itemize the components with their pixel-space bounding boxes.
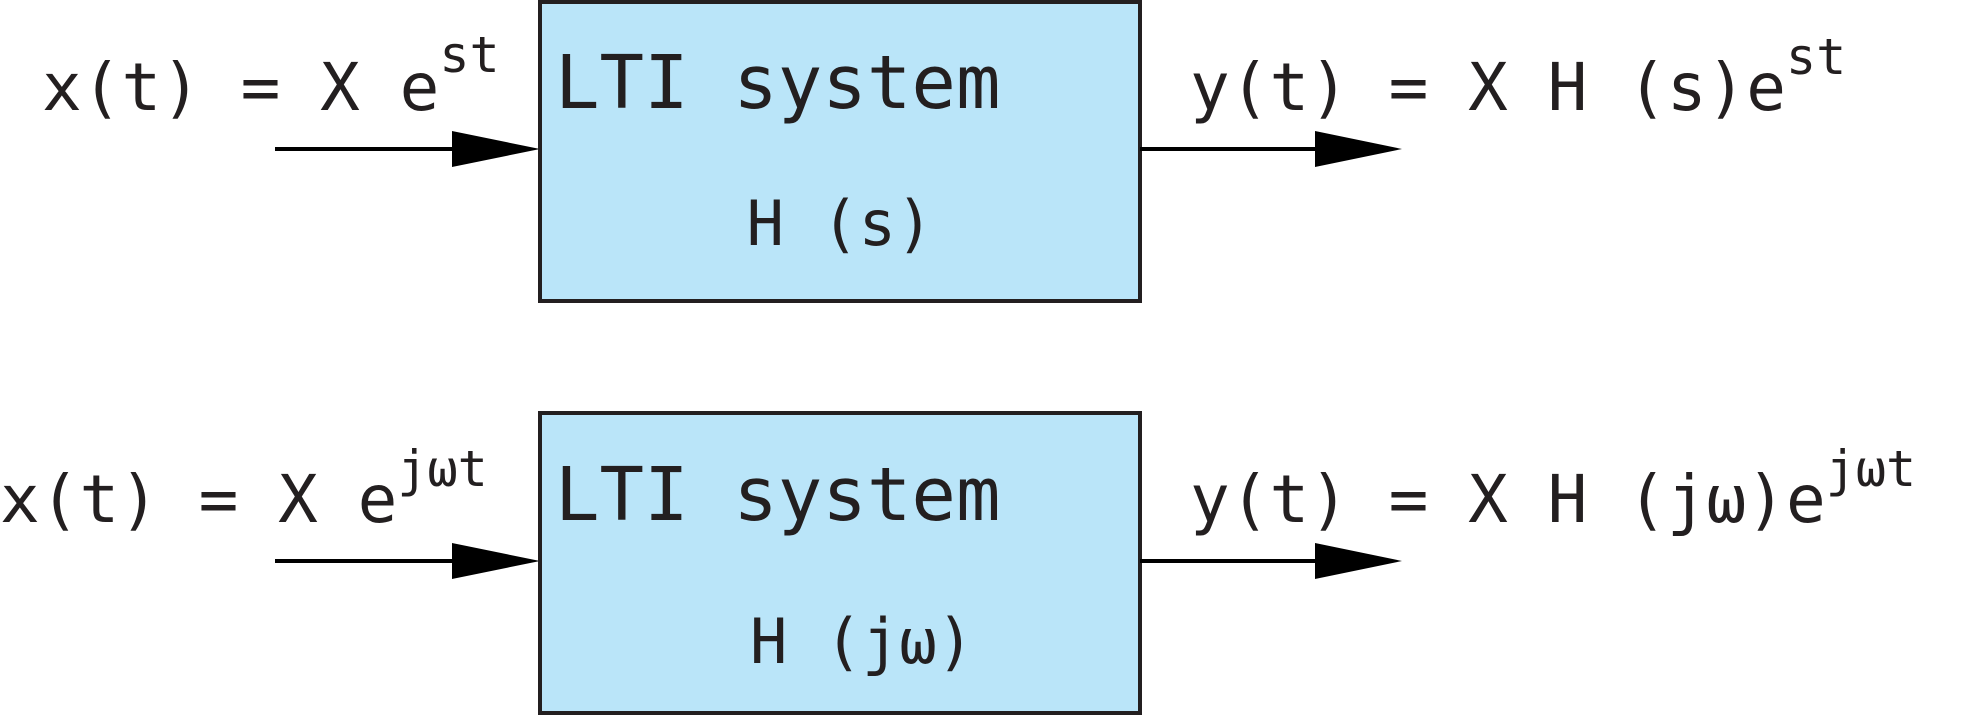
input-equation-base: x(t) = X e bbox=[42, 49, 439, 126]
input-equation: x(t) = X est bbox=[42, 26, 500, 126]
lti-system-block bbox=[538, 411, 1142, 715]
input-equation-exponent: st bbox=[439, 26, 499, 84]
output-arrowhead bbox=[1315, 131, 1402, 167]
output-equation-exponent: jωt bbox=[1826, 440, 1916, 498]
diagram-fourier: x(t) = X ejωt LTI system H (jω) y(t) = X… bbox=[0, 411, 1916, 715]
output-equation-base: y(t) = X H (s)e bbox=[1190, 49, 1786, 126]
output-equation: y(t) = X H (s)est bbox=[1190, 28, 1846, 126]
output-equation: y(t) = X H (jω)ejωt bbox=[1190, 440, 1916, 538]
lti-system-block bbox=[538, 0, 1142, 303]
input-equation-base: x(t) = X e bbox=[0, 461, 397, 538]
block-title: LTI system bbox=[555, 452, 1001, 538]
input-arrowhead bbox=[452, 543, 540, 579]
input-arrowhead bbox=[452, 131, 540, 167]
output-arrowhead bbox=[1315, 543, 1402, 579]
block-title: LTI system bbox=[555, 40, 1001, 126]
transfer-function-label: H (jω) bbox=[750, 605, 974, 678]
diagram-laplace: x(t) = X est LTI system H (s) y(t) = X H… bbox=[42, 0, 1846, 303]
transfer-function-label: H (s) bbox=[747, 187, 934, 260]
output-equation-base: y(t) = X H (jω)e bbox=[1190, 461, 1826, 538]
output-equation-exponent: st bbox=[1786, 28, 1846, 86]
input-equation-exponent: jωt bbox=[397, 440, 487, 498]
input-equation: x(t) = X ejωt bbox=[0, 440, 488, 538]
